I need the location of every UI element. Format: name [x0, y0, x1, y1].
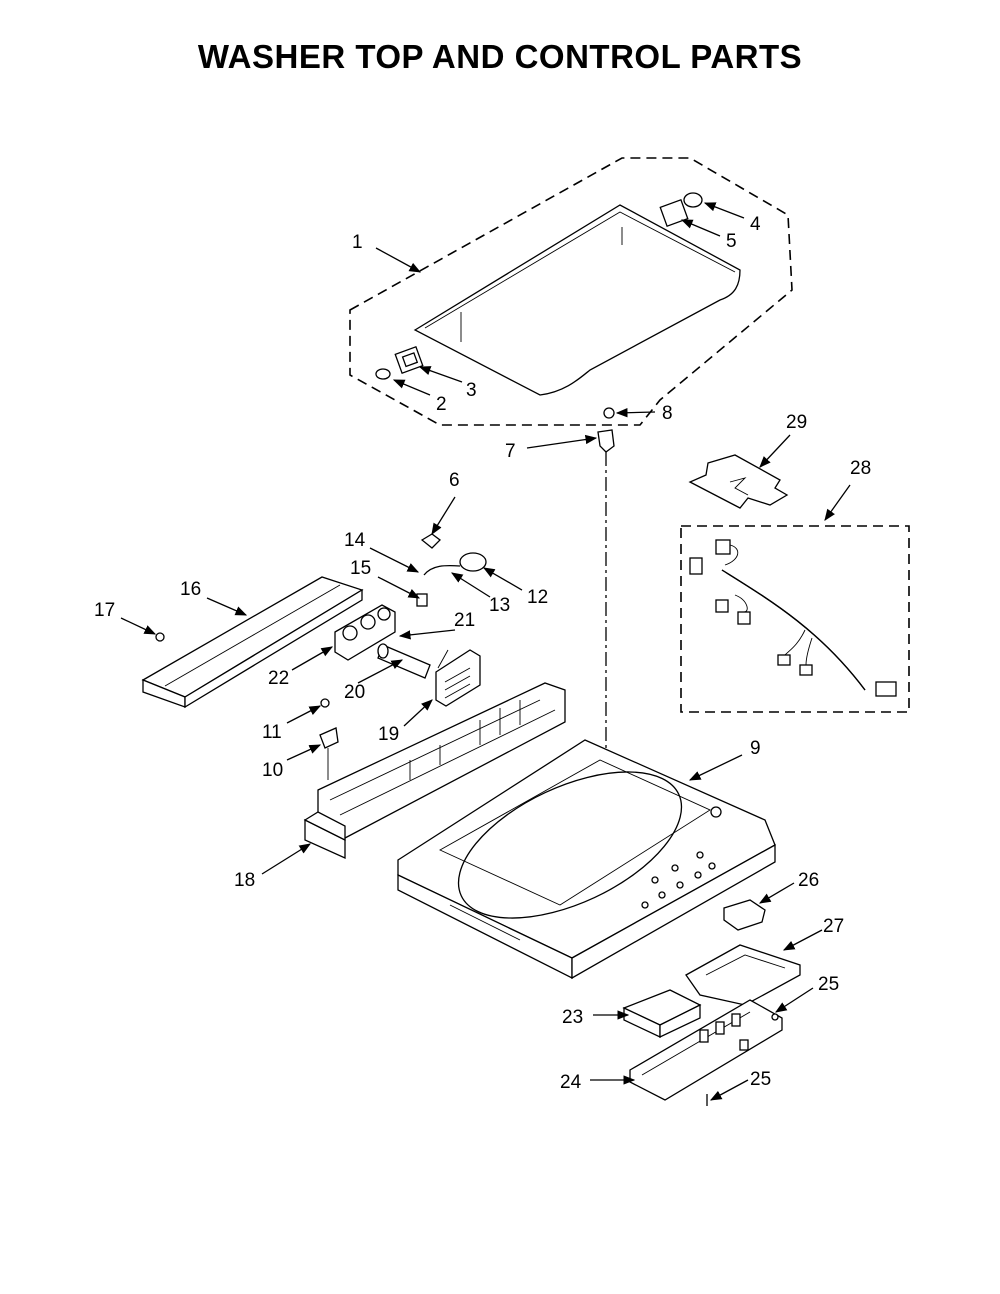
hinge-right [659, 192, 703, 227]
water-inlet-valve [334, 604, 396, 661]
water-level-hose-parts [416, 552, 487, 607]
part-label-5: 5 [726, 231, 737, 252]
part-label-23: 23 [562, 1007, 583, 1028]
lid-glass [413, 204, 741, 396]
part-labels: 1 2 3 4 5 6 7 8 9 10 11 12 13 14 15 16 1… [94, 214, 871, 1093]
control-buttons [641, 851, 716, 909]
lid-latch [597, 407, 615, 453]
part-label-28: 28 [850, 458, 871, 479]
clip [420, 533, 441, 549]
hinge-left [375, 346, 424, 380]
part-label-26: 26 [798, 870, 819, 891]
part-label-18: 18 [234, 870, 255, 891]
part-label-17: 17 [94, 600, 115, 621]
part-label-27: 27 [823, 916, 844, 937]
part-label-11: 11 [262, 722, 282, 743]
part-label-16: 16 [180, 579, 201, 600]
part-label-21: 21 [454, 610, 475, 631]
fill-hose [377, 643, 449, 679]
wire-harness [689, 539, 897, 697]
part-label-3: 3 [466, 380, 477, 401]
part-label-9: 9 [750, 738, 761, 759]
part-label-29: 29 [786, 412, 807, 433]
part-label-7: 7 [505, 441, 516, 462]
screw [771, 1013, 779, 1021]
part-label-14: 14 [344, 530, 366, 551]
control-knob [723, 899, 766, 931]
page-title: WASHER TOP AND CONTROL PARTS [197, 38, 803, 75]
part-label-19: 19 [378, 724, 399, 745]
part-label-12: 12 [527, 587, 548, 608]
part-label-22: 22 [268, 668, 289, 689]
part-label-8: 8 [662, 403, 673, 424]
lid-switch [319, 698, 339, 780]
part-label-2: 2 [436, 394, 447, 415]
lid-assembly-boundary [349, 157, 793, 426]
control-bracket [685, 944, 801, 1006]
part-label-6: 6 [449, 470, 460, 491]
electronic-module [622, 989, 702, 1039]
part-label-15: 15 [350, 558, 371, 579]
washer-top-cover [397, 739, 776, 980]
control-board [629, 999, 783, 1101]
part-label-20: 20 [344, 682, 365, 703]
console-rear-panel [141, 576, 364, 709]
part-label-10: 10 [262, 760, 283, 781]
part-label-4: 4 [750, 214, 761, 235]
part-label-25a: 25 [818, 974, 839, 995]
wire-harness-box [680, 525, 910, 713]
leader-arrows [120, 202, 851, 1101]
insulation-pad [688, 454, 789, 509]
part-label-24: 24 [560, 1072, 582, 1093]
dispenser [435, 649, 481, 707]
part-label-13: 13 [489, 595, 510, 616]
console-frame [303, 682, 566, 860]
part-label-1: 1 [352, 232, 363, 253]
part-label-25b: 25 [750, 1069, 771, 1090]
